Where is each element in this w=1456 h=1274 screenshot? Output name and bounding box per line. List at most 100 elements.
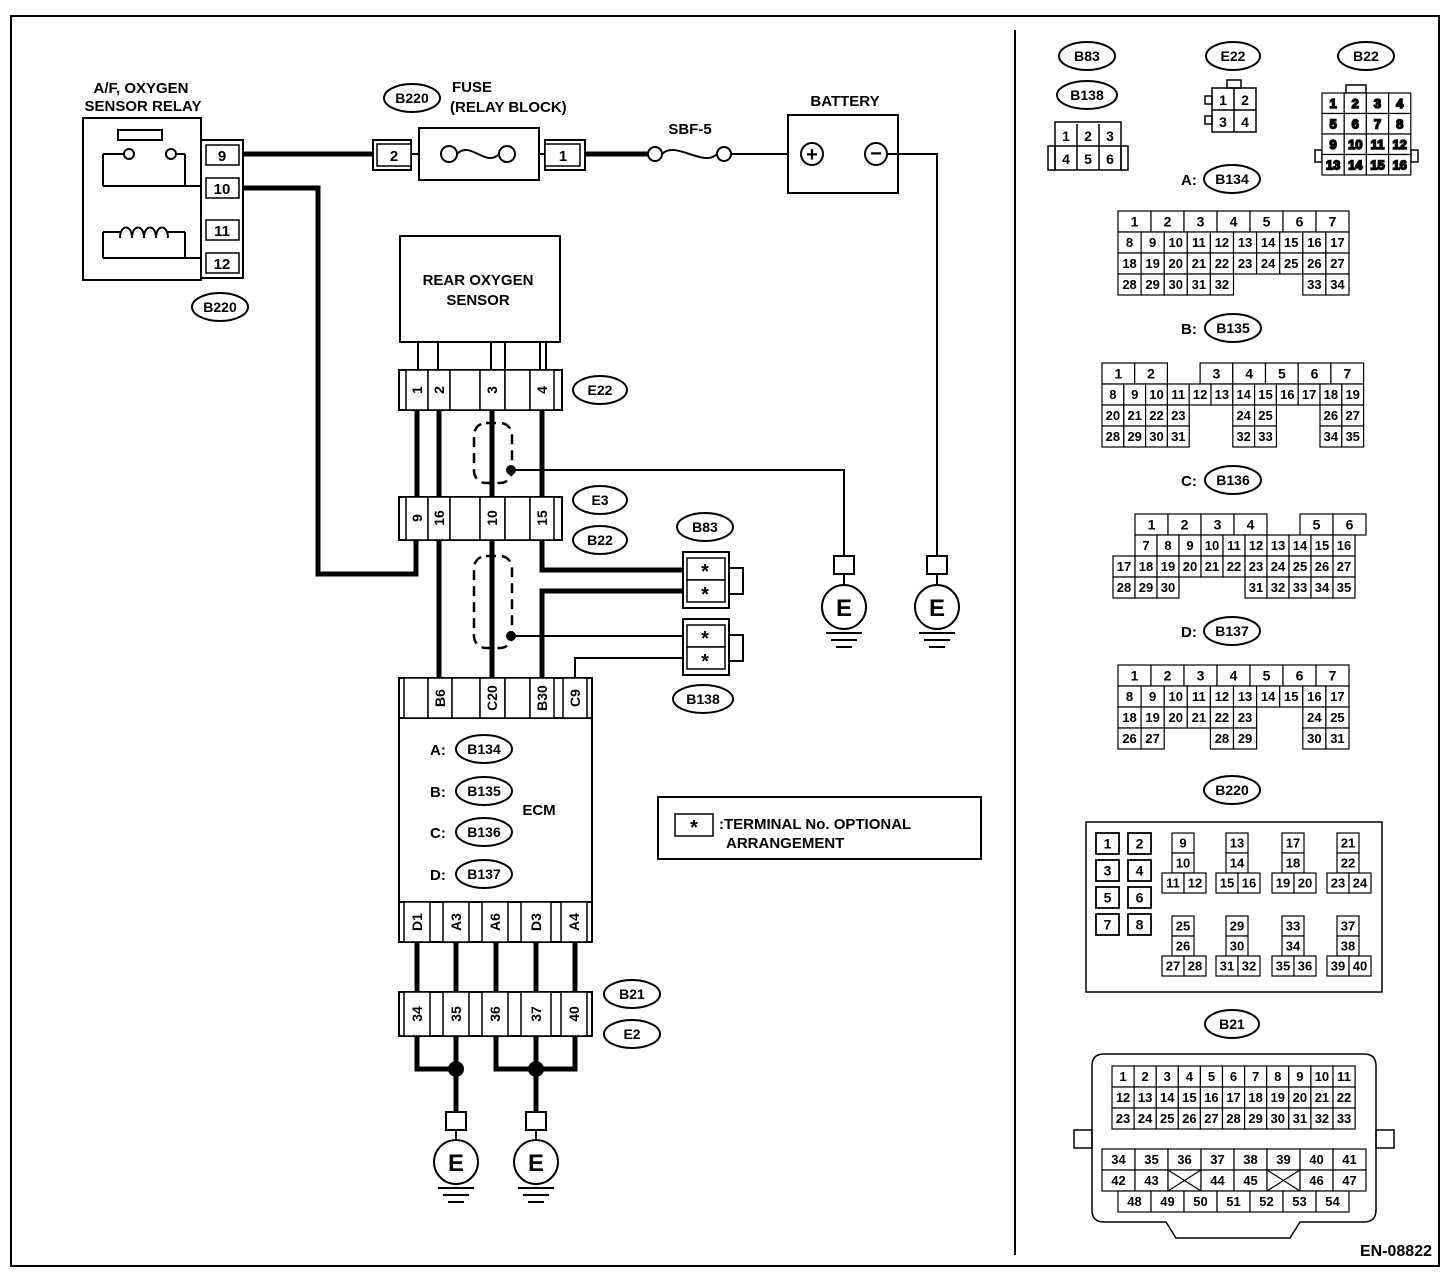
- rp-b134-pin: 12: [1215, 235, 1229, 250]
- ecm-top-pins: B6 C20 B30 C9: [399, 677, 592, 719]
- rp-a-prefix: A:: [1181, 172, 1197, 189]
- rp-b136-pin: 26: [1315, 559, 1329, 574]
- b138-star: *: [701, 651, 709, 673]
- rp-b136-pin: 17: [1117, 559, 1131, 574]
- rp-b220-pin: 24: [1353, 876, 1368, 891]
- rp-b220-pin: 5: [1104, 890, 1112, 906]
- rp-b21-pin: 33: [1337, 1111, 1351, 1126]
- rp-b21-pin: 47: [1342, 1173, 1356, 1188]
- rp-b136-pin: 30: [1161, 580, 1175, 595]
- rp-b135-pin: 6: [1311, 366, 1319, 382]
- rp-b22-pin: 8: [1396, 116, 1403, 131]
- rp-b136-pin: 33: [1293, 580, 1307, 595]
- sensor-harness: [414, 410, 845, 556]
- rp-b21-pin: 24: [1138, 1111, 1153, 1126]
- rp-b220-pin: 34: [1286, 939, 1301, 954]
- rp-b21-label: B21: [1219, 1016, 1245, 1032]
- ecm-connector-list: A: B134 B: B135 C: B136 D: B137: [430, 734, 513, 889]
- rp-b21-pin: 18: [1248, 1090, 1262, 1105]
- rp-b135-pin: 18: [1324, 387, 1338, 402]
- rp-b136-badge: [1204, 465, 1262, 495]
- rp-b135-pin: 26: [1324, 408, 1338, 423]
- rp-b220-pin: 38: [1341, 939, 1355, 954]
- rp-b136-pin: 13: [1271, 538, 1285, 553]
- rp-b22-cell: [1387, 153, 1412, 176]
- rp-b220-cell: [1127, 832, 1152, 855]
- rp-b137-badge: [1203, 616, 1261, 646]
- battery-label: BATTERY: [810, 93, 879, 110]
- ground-icon: [513, 1111, 559, 1203]
- ground-icon: [433, 1111, 479, 1203]
- rp-b134-pin: 4: [1230, 214, 1238, 230]
- rp-b134-pin: 22: [1215, 256, 1229, 271]
- rp-b136-pin: 35: [1337, 580, 1351, 595]
- rp-b83-pin: 6: [1106, 151, 1114, 167]
- fuse-title-2: (RELAY BLOCK): [450, 99, 567, 116]
- rp-b137-cell: [1232, 727, 1258, 750]
- relay-title-1: A/F, OXYGEN: [93, 80, 188, 97]
- fuse-connector-badge: [383, 83, 441, 113]
- rp-b137-pin: 27: [1145, 731, 1159, 746]
- rp-b134-pin: 29: [1145, 277, 1159, 292]
- rp-b134-pin: 6: [1296, 214, 1304, 230]
- rp-b135-pin: 24: [1236, 408, 1251, 423]
- rp-b220-cell: [1095, 832, 1120, 855]
- rp-b135-pin: 34: [1324, 429, 1339, 444]
- e3-badge-label: E3: [591, 492, 608, 508]
- rp-b134-pin: 1: [1131, 214, 1139, 230]
- rp-b21-pin: 37: [1210, 1152, 1224, 1167]
- rp-b220-pin: 8: [1136, 917, 1144, 933]
- rp-b136-pin: 7: [1142, 538, 1149, 553]
- rp-b21-pin: 29: [1248, 1111, 1262, 1126]
- rp-b21-pin: 46: [1309, 1173, 1323, 1188]
- rp-b220-pin: 4: [1136, 863, 1144, 879]
- rp-b136-pin: 6: [1346, 517, 1354, 533]
- rp-b220-badge: [1203, 775, 1261, 805]
- ground-label: E: [929, 595, 945, 622]
- rp-b21-pin: 27: [1204, 1111, 1218, 1126]
- rp-b134-cell: [1325, 273, 1350, 296]
- b21-connector: 34 35 36 37 40: [398, 991, 593, 1037]
- ground-harness: [414, 942, 578, 992]
- b21-pin: 40: [566, 1006, 582, 1022]
- rp-b134-pin: 23: [1238, 256, 1252, 271]
- rp-b220-cell: [1348, 955, 1372, 977]
- rp-e22-pin: 1: [1219, 92, 1227, 108]
- rp-b135-pin: 15: [1258, 387, 1272, 402]
- rp-b21-blank-mark: [1266, 1169, 1301, 1192]
- ecm-box: [398, 677, 593, 943]
- rp-b134-pin: 15: [1284, 235, 1298, 250]
- e3-pin: 15: [534, 510, 550, 526]
- rp-b136-label: B136: [1216, 472, 1250, 488]
- e22-pin: 1: [409, 386, 425, 394]
- rp-b136-pin: 2: [1181, 517, 1189, 533]
- rp-b136-pin: 27: [1337, 559, 1351, 574]
- rp-b137-cell: [1325, 727, 1350, 750]
- rp-b135-pin: 1: [1114, 366, 1122, 382]
- rp-b137-pin: 22: [1215, 710, 1229, 725]
- rp-b136-pin: 28: [1117, 580, 1131, 595]
- rp-b137-pin: 18: [1122, 710, 1136, 725]
- rp-b134-pin: 5: [1263, 214, 1271, 230]
- rp-b83-pin: 1: [1062, 128, 1070, 144]
- rp-b83-connector: [1047, 121, 1129, 171]
- e22-pin: 2: [431, 386, 447, 394]
- rp-b83-pin: 4: [1062, 151, 1070, 167]
- e3-pin: 9: [409, 514, 425, 522]
- rp-b21-pin: 1: [1119, 1069, 1126, 1084]
- rp-b220-cell: [1095, 913, 1120, 936]
- rp-b137-pin: 24: [1307, 710, 1322, 725]
- rp-b220-pin: 21: [1341, 836, 1355, 851]
- rp-b22-pin: 4: [1396, 96, 1404, 111]
- rp-b21-pin: 11: [1337, 1069, 1351, 1084]
- rp-b21-cell: [1315, 1190, 1350, 1213]
- rp-b220-pin: 10: [1176, 856, 1190, 871]
- rp-b135-pin: 22: [1149, 408, 1163, 423]
- rp-b137-pin: 19: [1145, 710, 1159, 725]
- battery-minus: −: [870, 143, 882, 165]
- rp-b220-pin: 14: [1230, 856, 1245, 871]
- rp-b21-pin: 48: [1127, 1194, 1141, 1209]
- rp-b220-pin: 35: [1276, 959, 1290, 974]
